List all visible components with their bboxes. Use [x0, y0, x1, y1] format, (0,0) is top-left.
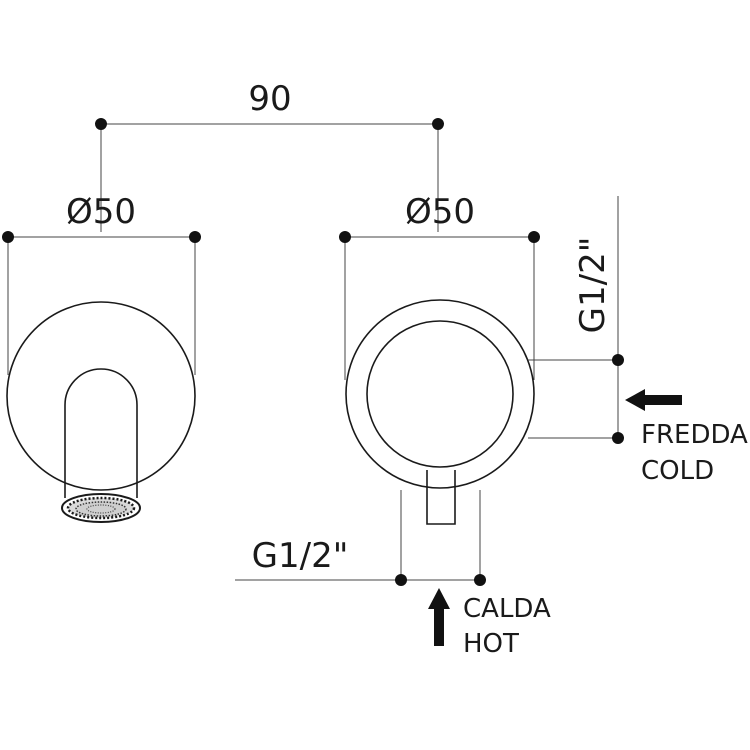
dimension-dot: [612, 354, 624, 366]
hot-inlet-indicator: CALDA HOT: [428, 588, 551, 659]
spout-plate: [6, 301, 196, 523]
right-diameter-label: Ø50: [405, 192, 475, 232]
dimension-dot: [339, 231, 351, 243]
left-diameter-label: Ø50: [66, 192, 136, 232]
dimension-dot: [95, 118, 107, 130]
dimension-dot: [189, 231, 201, 243]
arrow-up-icon: [428, 588, 450, 646]
dimension-dot: [395, 574, 407, 586]
cold-thread-dimension: G1/2": [528, 196, 624, 444]
arrow-left-icon: [625, 389, 682, 411]
spout-body: [64, 368, 138, 498]
aerator-icon: [61, 493, 141, 523]
dimension-dot: [528, 231, 540, 243]
center-distance-label: 90: [248, 79, 291, 119]
mixer-lever: [426, 470, 456, 525]
mixer-plate: [345, 299, 535, 525]
cold-thread-label: G1/2": [573, 237, 613, 334]
mixer-wall-plate: [345, 299, 535, 489]
hot-label-it: CALDA: [463, 594, 551, 624]
center-distance-dimension: 90: [95, 79, 444, 232]
dimension-dot: [432, 118, 444, 130]
left-diameter-dimension: Ø50: [2, 192, 201, 375]
spout-wall-plate: [6, 301, 196, 491]
right-diameter-dimension: Ø50: [339, 192, 540, 380]
cold-label-it: FREDDA: [641, 420, 748, 450]
cold-inlet-indicator: FREDDA COLD: [625, 389, 748, 486]
cold-label-en: COLD: [641, 456, 714, 486]
hot-thread-label: G1/2": [252, 536, 349, 576]
dimension-dot: [2, 231, 14, 243]
hot-thread-dimension: G1/2": [235, 490, 486, 586]
mixer-inner-ring: [366, 320, 514, 468]
hot-label-en: HOT: [463, 629, 519, 659]
dimension-dot: [612, 432, 624, 444]
dimension-dot: [474, 574, 486, 586]
